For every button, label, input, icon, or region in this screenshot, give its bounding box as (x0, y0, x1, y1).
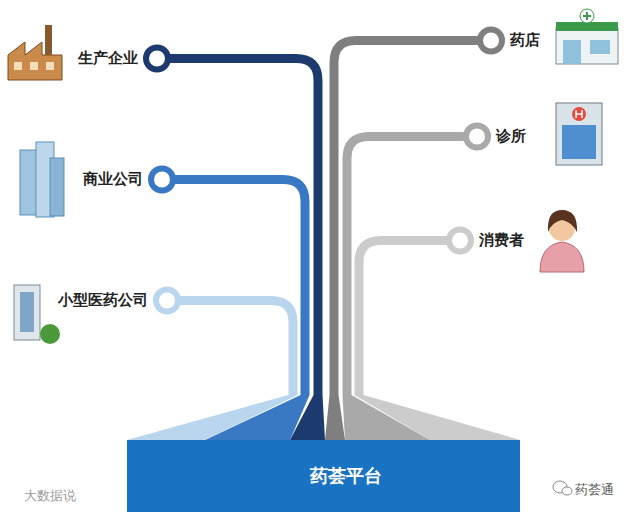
pharmacy-icon (556, 9, 618, 64)
platform-bar: 药荟平台 (127, 440, 520, 512)
connector-ring (466, 126, 488, 148)
connector-ring (146, 48, 168, 70)
connector-fan (325, 395, 345, 440)
connector-ring (480, 30, 502, 52)
node-label: 小型医药公司 (58, 291, 148, 310)
connector-band (325, 30, 502, 441)
connector-line (178, 301, 293, 396)
wechat-icon (553, 481, 572, 495)
node-text: 生产企业 (78, 49, 138, 68)
node-label: 药店 (510, 31, 540, 50)
node-label: 诊所 (496, 127, 526, 146)
watermark: 大数据说 (24, 487, 76, 505)
person-icon (540, 210, 584, 272)
node-text: 诊所 (496, 127, 526, 146)
node-label: 商业公司 (83, 170, 143, 189)
connector-fan (127, 395, 298, 440)
connector-band (355, 230, 521, 441)
node-label: 消费者 (479, 231, 524, 250)
connector-line (168, 59, 318, 396)
factory-icon (8, 25, 62, 80)
node-label: 生产企业 (78, 49, 138, 68)
node-text: 消费者 (479, 231, 524, 250)
connector-ring (151, 169, 173, 191)
connector-band (146, 48, 325, 441)
connector-line (334, 41, 480, 396)
platform-title: 药荟平台 (266, 464, 382, 488)
connector-band (343, 126, 489, 441)
connector-ring (156, 290, 178, 312)
node-text: 商业公司 (83, 170, 143, 189)
connector-fan (355, 395, 521, 440)
connector-ring (449, 230, 471, 252)
connector-line (347, 137, 466, 396)
connector-band (127, 290, 298, 441)
connector-line (359, 241, 449, 396)
office-buildings-icon (20, 142, 64, 217)
small-building-icon (14, 285, 60, 344)
watermark: 药荟通 (575, 481, 614, 499)
hospital-icon (556, 103, 602, 165)
node-text: 小型医药公司 (58, 291, 148, 310)
connector-line (173, 180, 305, 396)
node-text: 药店 (510, 31, 540, 50)
